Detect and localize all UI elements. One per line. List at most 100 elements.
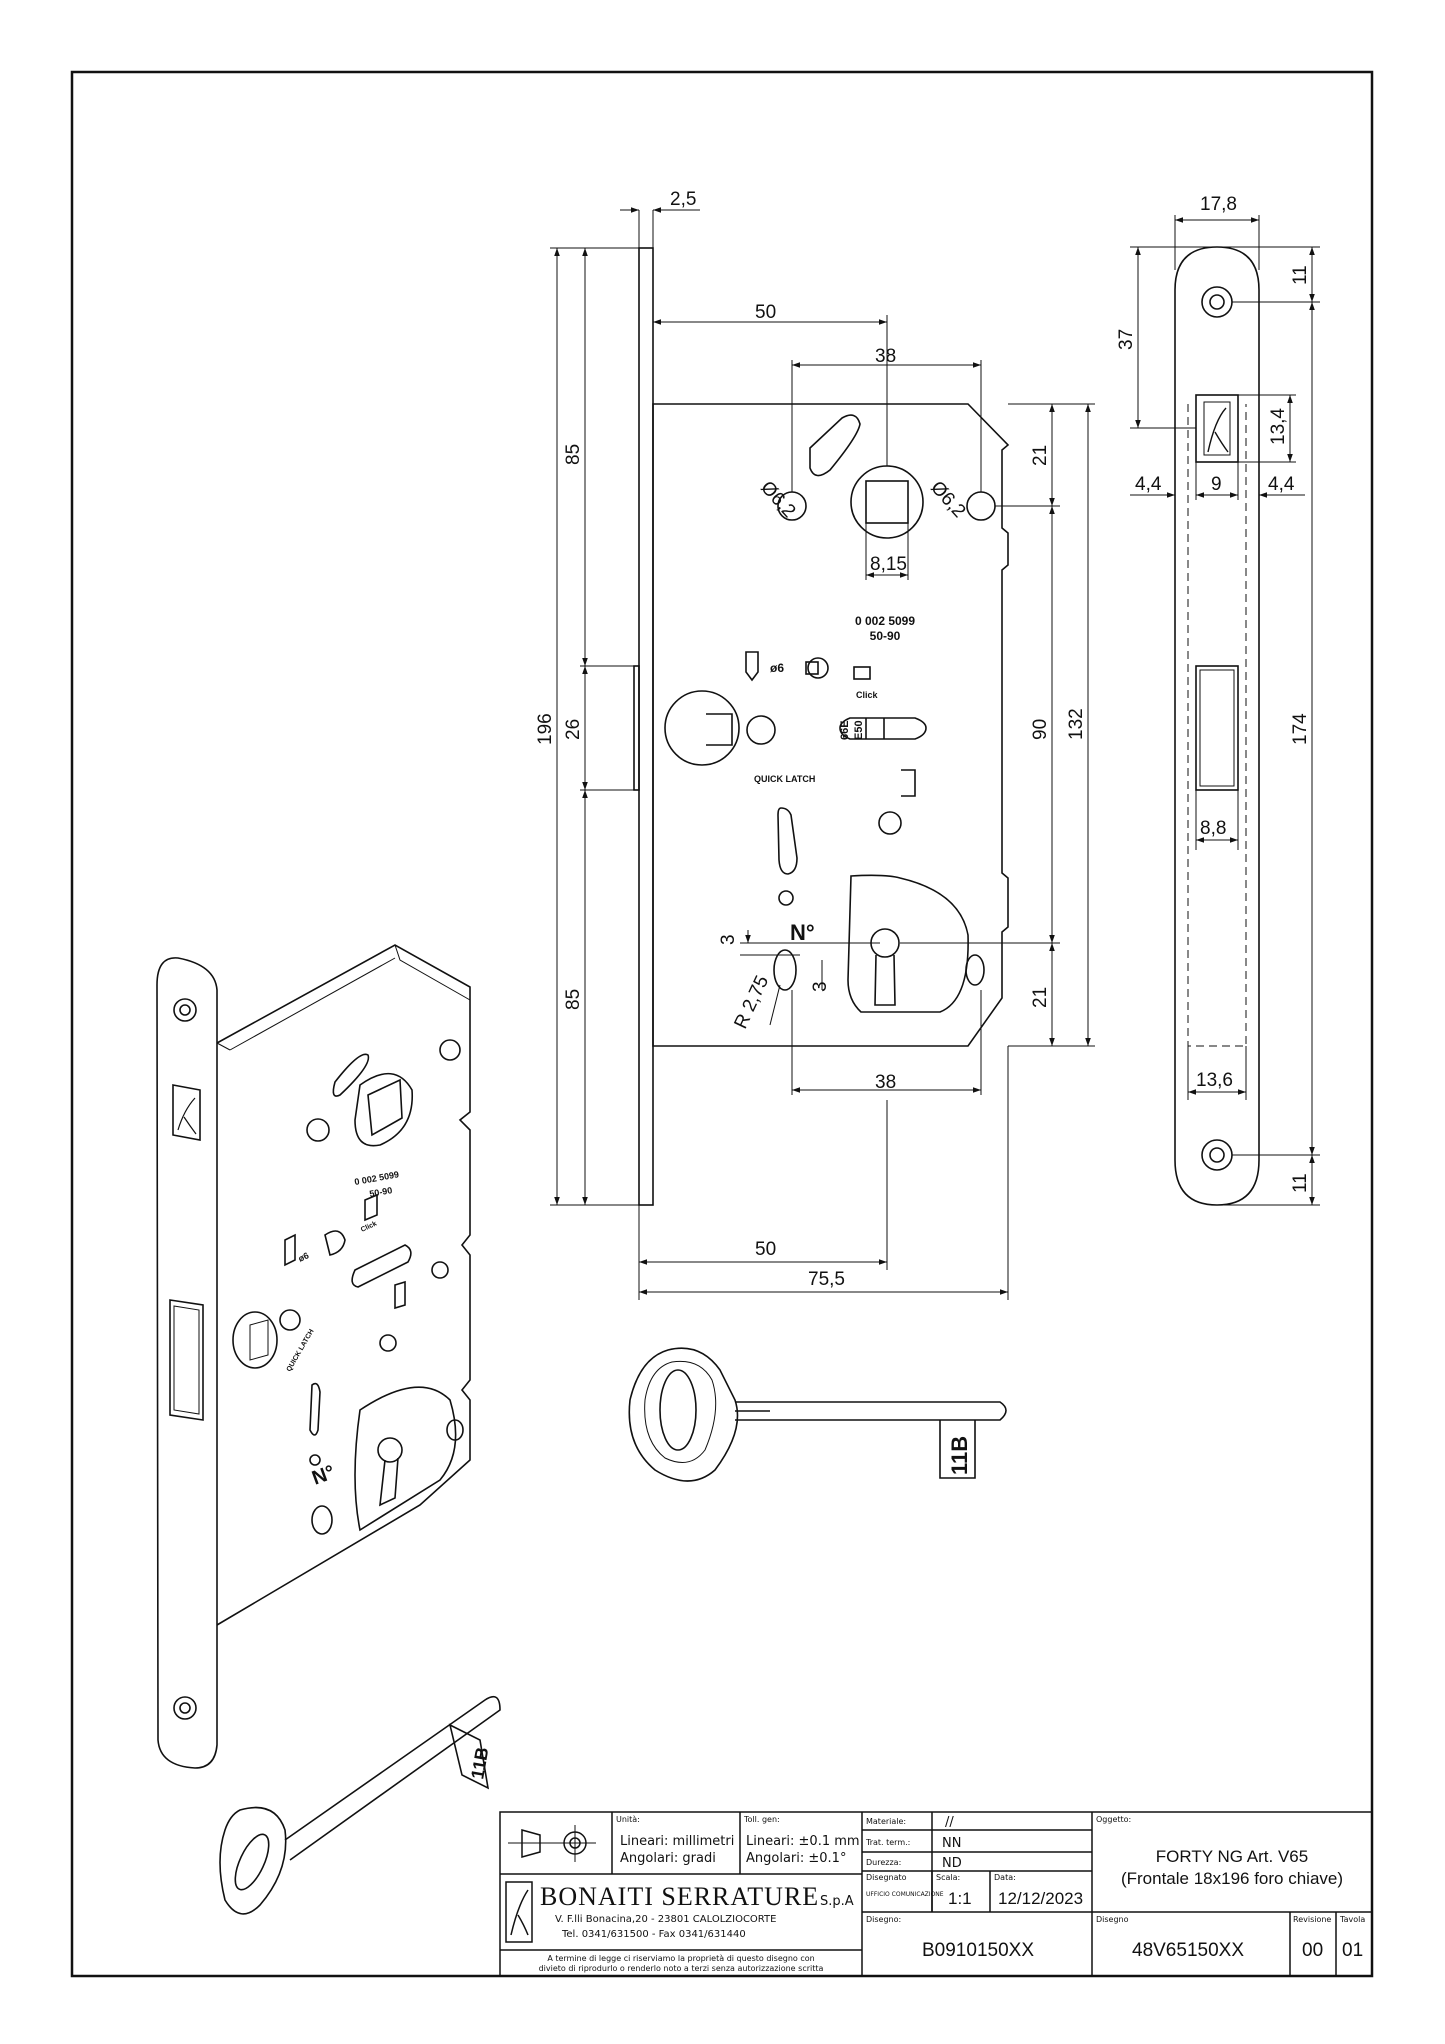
iso-slot <box>332 1053 370 1097</box>
dim-logo-position: 37 <box>1116 329 1137 350</box>
follower-hub <box>850 465 924 539</box>
dim-front-196: 196 <box>535 713 556 745</box>
iso-range-label: 50-90 <box>369 1185 393 1199</box>
disegno-value: B0910150XX <box>922 1940 1034 1961</box>
screw-hole-right <box>966 491 996 521</box>
small-hole <box>778 890 794 906</box>
toll-linear: Lineari: ±0.1 mm <box>746 1834 860 1849</box>
iso-code-label: 0 002 5099 <box>354 1169 400 1187</box>
dim-logo-height: 13,4 <box>1268 408 1289 445</box>
iso-key-tag-label: 11B <box>467 1746 492 1781</box>
square-follower <box>865 480 909 524</box>
scala-value: 1:1 <box>948 1889 972 1908</box>
faceplate-screw-top <box>1201 286 1233 318</box>
durezza-label: Durezza: <box>866 1858 901 1867</box>
key-bow <box>628 1347 739 1482</box>
iso-key-bow <box>219 1806 287 1915</box>
drawing-border <box>70 70 1374 1978</box>
revisione-value: 00 <box>1302 1940 1323 1961</box>
dim-backset-top: 50 <box>755 302 776 323</box>
unita-linear: Lineari: millimetri <box>620 1834 734 1849</box>
key-shank <box>735 1401 1007 1421</box>
durezza-value: ND <box>942 1856 962 1871</box>
dim-key-radius: R 2,75 <box>730 972 773 1032</box>
dim-bolt-window: 13,6 <box>1196 1070 1233 1091</box>
dim-screw-from-bottom: 11 <box>1290 1173 1311 1193</box>
case-number-label: N° <box>790 920 815 945</box>
dim-key-3-bottom: 3 <box>810 981 831 992</box>
quick-latch-pin <box>746 715 776 745</box>
key-bow-hole <box>659 1369 697 1451</box>
company-suffix: S.p.A <box>820 1894 854 1909</box>
disegno2-label: Disegno <box>1096 1915 1129 1924</box>
faceplate-logo-box <box>1195 394 1239 463</box>
quick-latch-disc <box>664 690 740 766</box>
upper-slot <box>809 414 861 477</box>
toll-angular: Angolari: ±0.1° <box>746 1851 846 1866</box>
iso-diam-label: ø6 <box>297 1250 311 1264</box>
iso-faceplate <box>156 957 218 1769</box>
dim-case-depth: 75,5 <box>808 1269 845 1290</box>
keyhole-slot <box>874 954 896 1006</box>
iso-logo-box <box>172 1084 201 1141</box>
small-bracket <box>901 769 916 797</box>
case-markings: 0 002 5099 50-90 ø6 Click QUICK LATCH E5… <box>754 614 915 945</box>
company-phone: Tel. 0341/631500 - Fax 0341/631440 <box>561 1929 746 1940</box>
dim-latch-26: 26 <box>563 719 584 740</box>
dim-bottom-38: 38 <box>875 1072 896 1093</box>
dim-centre-distance: 90 <box>1030 719 1051 740</box>
oggetto-line2: (Frontale 18x196 foro chiave) <box>1121 1869 1343 1888</box>
lock-case-outline <box>652 403 1010 1047</box>
iso-key-plate <box>354 1386 457 1532</box>
front-plate-side <box>638 247 654 1206</box>
iso-hub <box>354 1072 413 1147</box>
iso-quick-latch-label: QUICK LATCH <box>286 1328 316 1373</box>
dim-upper-screw-offset: 21 <box>1030 445 1051 466</box>
revisione-label: Revisione <box>1293 1915 1331 1924</box>
toll-label: Toll. gen: <box>743 1815 780 1824</box>
key-area-plate <box>847 874 969 1013</box>
dim-lower-screw-offset: 21 <box>1030 987 1051 1008</box>
case-e66-label: 66E <box>839 720 851 740</box>
key-tag-label: 11B <box>947 1436 972 1475</box>
company-name: BONAITI SERRATURE <box>540 1882 819 1911</box>
small-round-hole <box>878 811 902 835</box>
isometric-markings: 0 002 5099 50-90 ø6 Click QUICK LATCH N°… <box>286 1169 493 1780</box>
iso-click-label: Click <box>360 1220 378 1233</box>
case-click-label: Click <box>856 690 879 700</box>
disegno-label: Disegno: <box>866 1915 901 1924</box>
dim-margin-right: 4,4 <box>1268 474 1295 495</box>
trat-value: NN <box>942 1836 961 1851</box>
isometric-view <box>156 944 501 1915</box>
front-view-dimension-labels: 2,5 50 38 Ø6,2 Ø6,2 21 8,15 90 132 85 26… <box>535 189 1087 1290</box>
title-block <box>499 1811 1373 1977</box>
latch-stub <box>633 665 640 791</box>
company-address: V. F.lli Bonacina,20 - 23801 CALOLZIOCOR… <box>555 1914 776 1925</box>
iso-number-label: N° <box>309 1461 338 1489</box>
dim-key-3-top: 3 <box>718 934 739 945</box>
dim-upper-85: 85 <box>563 444 584 465</box>
data-label: Data: <box>994 1873 1016 1882</box>
dim-hub-to-screw: 38 <box>875 346 896 367</box>
oggetto-label: Oggetto: <box>1096 1815 1131 1824</box>
dim-case-height: 132 <box>1066 708 1087 740</box>
iso-e50-slot <box>351 1244 412 1288</box>
faceplate-dimension-labels: 17,8 11 37 13,4 4,4 9 4,4 8,8 174 13,6 1… <box>1116 194 1311 1193</box>
faceplate-dimensions <box>1130 215 1320 1206</box>
disegnato-value: UFFICIO COMUNICAZIONE <box>866 1891 944 1898</box>
iso-case <box>216 944 471 1626</box>
unita-label: Unità: <box>616 1815 640 1824</box>
faceplate-screw-bottom <box>1201 1139 1233 1171</box>
dim-margin-left: 4,4 <box>1135 474 1162 495</box>
company-logo-box <box>505 1881 533 1943</box>
tavola-label: Tavola <box>1339 1915 1365 1924</box>
pin-icon <box>745 651 759 682</box>
case-e50-label: E50 <box>853 720 865 740</box>
legal-line1: A termine di legge ci riserviamo la prop… <box>547 1954 814 1963</box>
case-code-label: 0 002 5099 <box>855 614 915 628</box>
data-value: 12/12/2023 <box>998 1889 1083 1908</box>
dim-square-size: 8,15 <box>870 554 907 575</box>
lower-oval-left <box>773 949 797 991</box>
arrow-shape-hole <box>777 807 798 875</box>
